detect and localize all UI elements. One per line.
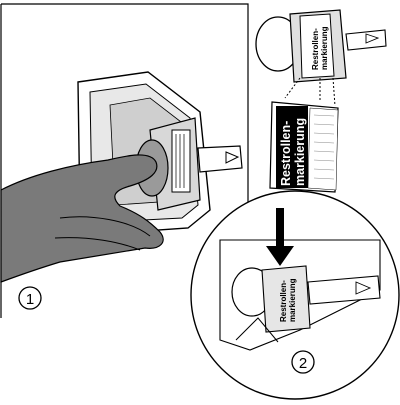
svg-text:Restrollen- markierung: Restrollen- markierung [311, 26, 329, 70]
arrow-tip-icon [355, 281, 372, 295]
svg-text:2: 2 [299, 355, 307, 372]
svg-text:Restrollen- markierung: Restrollen- markierung [279, 117, 307, 186]
paper-strip-detail: Restrollen- markierung [269, 101, 339, 193]
spool-axle [197, 145, 243, 173]
leader-lines [284, 77, 336, 107]
roll-holder [135, 117, 243, 211]
spool-detail: Restrollen- markierung [255, 9, 387, 83]
svg-text:1: 1 [26, 291, 34, 308]
step-1-badge: 1 [18, 286, 42, 310]
step-2-badge: 2 [291, 350, 315, 374]
svg-text:Restrollen- markierung: Restrollen- markierung [279, 278, 297, 322]
arrow-tip-icon [225, 151, 240, 164]
hand-illustration [0, 154, 164, 283]
arrow-tip-icon [365, 33, 380, 44]
step-2-inset: Restrollen- markierung [190, 190, 400, 400]
press-down-arrow-icon [266, 208, 294, 266]
